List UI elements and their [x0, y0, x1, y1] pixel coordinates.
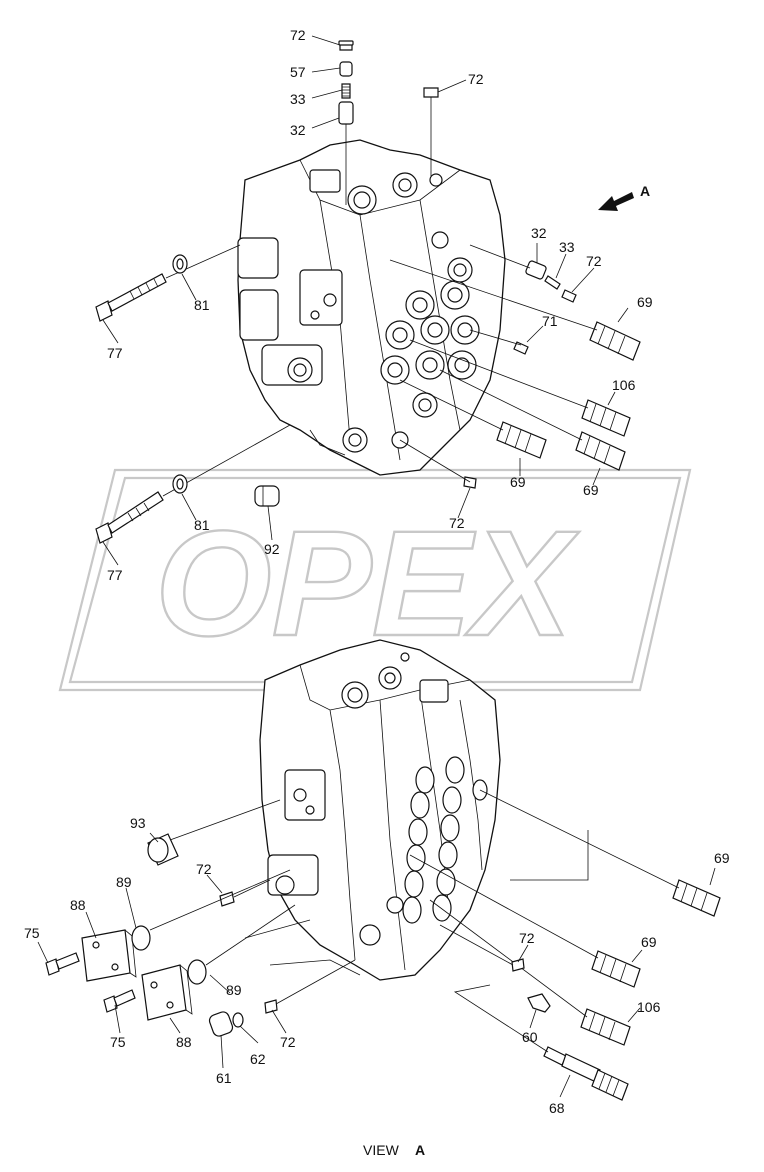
callout-57: 57 — [290, 64, 306, 80]
top-leader-lines — [102, 35, 629, 566]
bottom-callout-labels: 93 72 69 89 88 75 72 69 89 75 88 62 72 6… — [24, 815, 730, 1116]
callout-72: 72 — [196, 861, 212, 877]
cartridge-106-bottom-icon — [429, 899, 631, 1046]
bolt-75-upper-icon — [45, 952, 80, 976]
view-title-word: VIEW — [363, 1142, 400, 1158]
top-valve-assembly — [237, 139, 506, 476]
view-title-letter: A — [415, 1142, 425, 1158]
bottom-leader-lines — [37, 832, 716, 1098]
bolt-75-lower-icon — [103, 989, 136, 1013]
view-title: VIEW A — [363, 1142, 425, 1158]
cartridge-69-right-icon — [389, 259, 641, 361]
callout-61: 61 — [216, 1070, 232, 1086]
callout-72: 72 — [586, 253, 602, 269]
top-loose-parts — [95, 40, 641, 544]
bolt-77-upper-icon — [95, 273, 167, 322]
callout-75: 75 — [110, 1034, 126, 1050]
callout-77: 77 — [107, 345, 123, 361]
callout-33: 33 — [559, 239, 575, 255]
callout-92: 92 — [264, 541, 280, 557]
callout-89: 89 — [226, 982, 242, 998]
callout-72: 72 — [519, 930, 535, 946]
callout-77: 77 — [107, 567, 123, 583]
callout-71: 71 — [542, 313, 558, 329]
callout-69: 69 — [714, 850, 730, 866]
callout-72: 72 — [290, 27, 306, 43]
cover-plate-88-upper-icon — [81, 929, 137, 982]
callout-75: 75 — [24, 925, 40, 941]
bottom-loose-parts — [45, 789, 721, 1101]
watermark-text: OPEX — [155, 499, 580, 667]
callout-81: 81 — [194, 297, 210, 313]
cartridge-69-center-icon — [399, 379, 547, 459]
callout-33: 33 — [290, 91, 306, 107]
callout-68: 68 — [549, 1100, 565, 1116]
top-port-grid — [380, 231, 480, 418]
relief-valve-68-icon — [453, 984, 629, 1101]
bottom-port-column — [402, 756, 488, 924]
callout-72: 72 — [449, 515, 465, 531]
callout-72: 72 — [468, 71, 484, 87]
callout-60: 60 — [522, 1029, 538, 1045]
callout-72: 72 — [280, 1034, 296, 1050]
view-arrow-icon — [598, 192, 634, 211]
callout-106: 106 — [612, 377, 636, 393]
cartridge-69-bottom-icon — [409, 854, 641, 988]
cartridge-106-top-icon — [409, 339, 631, 437]
callout-88: 88 — [70, 897, 86, 913]
callout-69: 69 — [510, 474, 526, 490]
bottom-valve-assembly — [259, 639, 501, 981]
callout-69: 69 — [583, 482, 599, 498]
callout-69: 69 — [641, 934, 657, 950]
bolt-77-lower-icon — [95, 491, 164, 544]
callout-81: 81 — [194, 517, 210, 533]
opex-watermark: OPEX — [58, 468, 692, 692]
cover-plate-88-lower-icon — [141, 964, 193, 1021]
callout-106: 106 — [637, 999, 661, 1015]
view-arrow-label: A — [640, 183, 650, 199]
callout-93: 93 — [130, 815, 146, 831]
callout-69: 69 — [637, 294, 653, 310]
callout-88: 88 — [176, 1034, 192, 1050]
callout-62: 62 — [250, 1051, 266, 1067]
callout-32: 32 — [531, 225, 547, 241]
callout-89: 89 — [116, 874, 132, 890]
cartridge-69-lower-icon — [439, 369, 626, 471]
cartridge-69-far-right-icon — [479, 789, 721, 917]
callout-32: 32 — [290, 122, 306, 138]
top-callout-labels: 72 57 33 32 72 32 33 72 81 77 69 71 106 … — [107, 27, 653, 583]
